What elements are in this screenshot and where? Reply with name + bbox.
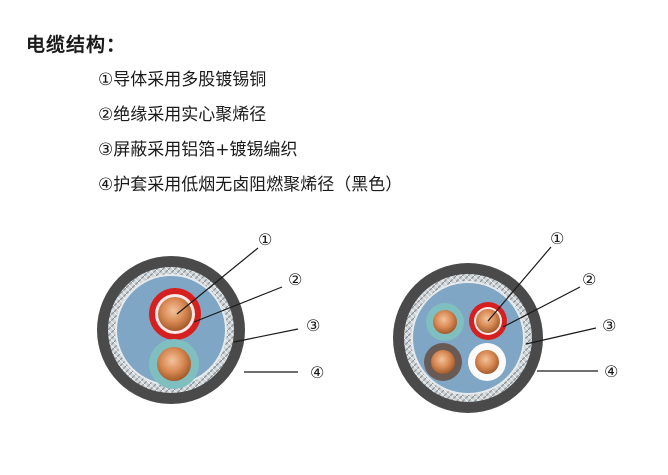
callout-lines-right (487, 246, 598, 372)
structure-item-conductor: ①导体采用多股镀锡铜 (98, 70, 267, 90)
structure-item-shield: ③屏蔽采用铝箔+镀锡编织 (98, 140, 298, 160)
core-teal (149, 339, 199, 389)
structure-item-insulation: ②绝缘采用实心聚烯径 (98, 105, 267, 125)
callout-sheath-right: ④ (604, 362, 618, 381)
section-title: 电缆结构： (26, 34, 127, 56)
cable-4-core: ① ② ③ ④ (393, 229, 618, 413)
core-dark (424, 343, 462, 381)
callout-conductor-left: ① (258, 230, 272, 249)
cable-2-core: ① ② ③ ④ (97, 230, 324, 404)
callout-lines-left (176, 247, 299, 373)
structure-list: ①导体采用多股镀锡铜 ②绝缘采用实心聚烯径 ③屏蔽采用铝箔+镀锡编织 ④护套采用… (98, 66, 402, 206)
callout-shield-right: ③ (602, 316, 616, 335)
structure-item-sheath: ④护套采用低烟无卤阻燃聚烯径（黑色） (98, 175, 403, 195)
callout-insulation-right: ② (582, 270, 596, 289)
callout-sheath-left: ④ (310, 363, 324, 382)
callout-insulation-left: ② (288, 270, 302, 289)
core-red (149, 288, 201, 340)
callout-shield-left: ③ (306, 316, 320, 335)
callout-conductor-right: ① (550, 229, 564, 248)
core-white (468, 343, 506, 381)
core-teal (426, 303, 464, 341)
